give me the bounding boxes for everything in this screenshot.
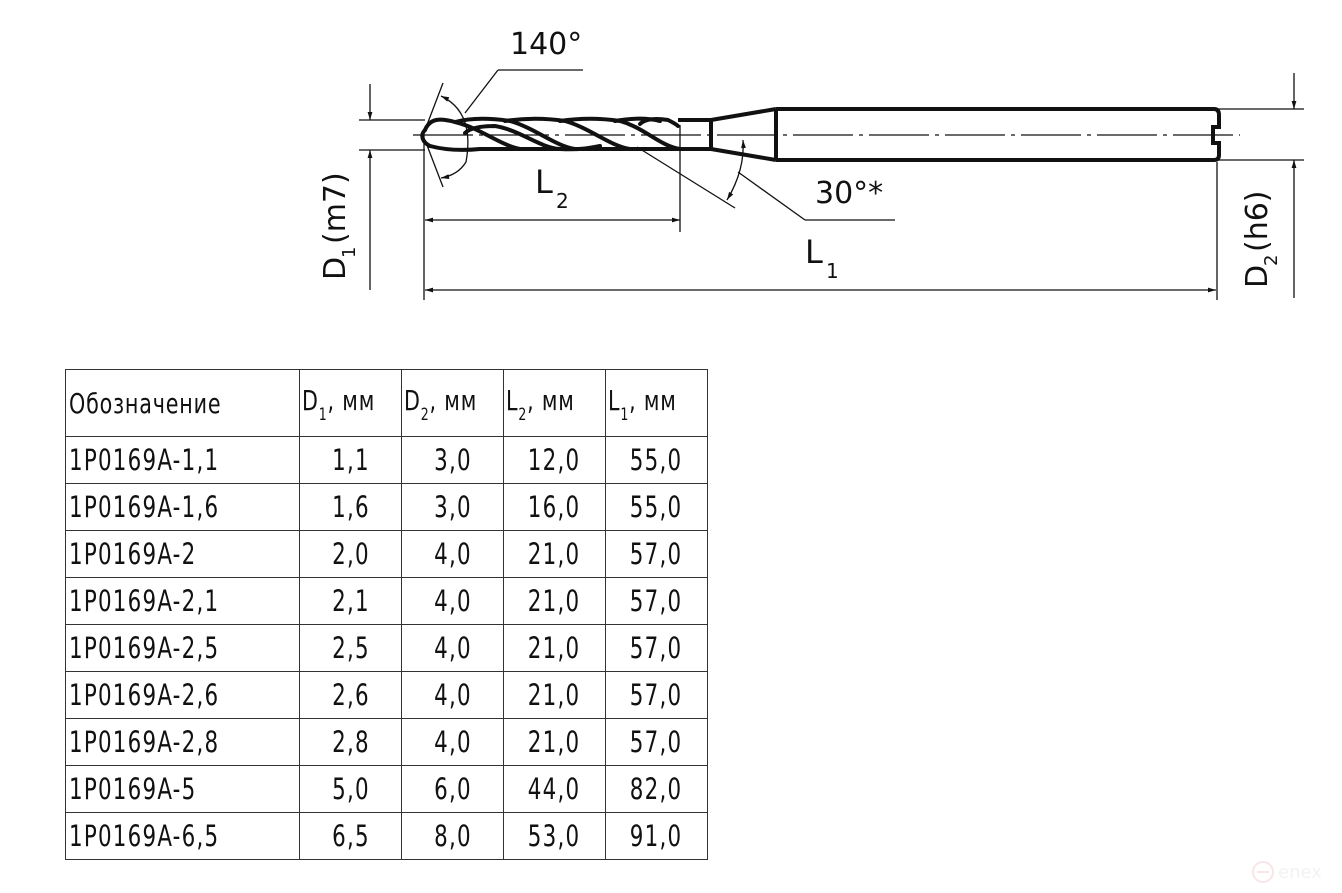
cell-designation: 1P0169A-1,6: [65, 483, 300, 531]
cell-l2: 16,0: [503, 483, 606, 531]
cell-d1: 2,8: [299, 718, 402, 766]
tip-angle-label: 140°: [510, 27, 582, 62]
cell-designation: 1P0169A-2,8: [65, 718, 300, 766]
cell-l1: 91,0: [605, 812, 708, 860]
header-l2: L2, мм: [503, 369, 606, 437]
svg-text:2: 2: [1261, 255, 1282, 266]
svg-text:D: D: [1240, 265, 1275, 288]
cell-l1: 55,0: [605, 436, 708, 484]
cell-d2: 3,0: [401, 436, 504, 484]
cell-designation: 1P0169A-6,5: [65, 812, 300, 860]
table-row: 1P0169A-6,5 6,5 8,0 53,0 91,0: [65, 812, 708, 860]
svg-text:L: L: [805, 233, 823, 271]
l1-label: L 1: [805, 233, 839, 283]
cell-designation: 1P0169A-2,6: [65, 671, 300, 719]
cell-d2: 4,0: [401, 624, 504, 672]
cell-d2: 8,0: [401, 812, 504, 860]
drill-flute-body: [420, 116, 682, 152]
svg-text:(h6): (h6): [1240, 190, 1275, 252]
table-row: 1P0169A-5 5,0 6,0 44,0 82,0: [65, 765, 708, 813]
table-row: 1P0169A-1,6 1,6 3,0 16,0 55,0: [65, 483, 708, 531]
cell-l1: 57,0: [605, 718, 708, 766]
cell-d1: 2,0: [299, 530, 402, 578]
cell-l1: 57,0: [605, 577, 708, 625]
table-row: 1P0169A-2,5 2,5 4,0 21,0 57,0: [65, 624, 708, 672]
cell-d1: 6,5: [299, 812, 402, 860]
cell-d1: 2,5: [299, 624, 402, 672]
cell-l2: 21,0: [503, 577, 606, 625]
d2-label: D 2 (h6): [1240, 190, 1282, 288]
cell-d2: 4,0: [401, 671, 504, 719]
table-row: 1P0169A-1,1 1,1 3,0 12,0 55,0: [65, 436, 708, 484]
header-d1: D1, мм: [299, 369, 402, 437]
cell-l2: 21,0: [503, 530, 606, 578]
cell-l1: 82,0: [605, 765, 708, 813]
cell-designation: 1P0169A-1,1: [65, 436, 300, 484]
cell-l2: 44,0: [503, 765, 606, 813]
table-row: 1P0169A-2,6 2,6 4,0 21,0 57,0: [65, 671, 708, 719]
svg-text:(m7): (m7): [318, 172, 353, 244]
cell-l2: 21,0: [503, 624, 606, 672]
cell-d2: 4,0: [401, 718, 504, 766]
cell-d2: 6,0: [401, 765, 504, 813]
cell-d1: 2,1: [299, 577, 402, 625]
table-header-row: Обозначение D1, мм D2, мм L2, мм L1, мм: [65, 369, 708, 437]
transition-angle-label: 30°*: [815, 176, 883, 211]
cell-designation: 1P0169A-2,5: [65, 624, 300, 672]
enex-logo-icon: [1252, 861, 1274, 883]
cell-l1: 57,0: [605, 624, 708, 672]
cell-d1: 5,0: [299, 765, 402, 813]
cell-designation: 1P0169A-5: [65, 765, 300, 813]
table-row: 1P0169A-2 2,0 4,0 21,0 57,0: [65, 530, 708, 578]
header-d2: D2, мм: [401, 369, 504, 437]
d1-dimension: [359, 84, 425, 290]
cell-l2: 12,0: [503, 436, 606, 484]
svg-text:1: 1: [339, 247, 360, 258]
header-l1: L1, мм: [605, 369, 708, 437]
cell-d1: 2,6: [299, 671, 402, 719]
cell-l1: 57,0: [605, 671, 708, 719]
l2-dimension: [423, 125, 681, 300]
cell-l1: 55,0: [605, 483, 708, 531]
drill-shank: [678, 107, 1221, 162]
table-row: 1P0169A-2,8 2,8 4,0 21,0 57,0: [65, 718, 708, 766]
cell-l2: 53,0: [503, 812, 606, 860]
svg-text:1: 1: [826, 259, 839, 283]
cell-d1: 1,1: [299, 436, 402, 484]
d1-label: D 1 (m7): [318, 172, 360, 280]
svg-text:2: 2: [556, 189, 569, 213]
cell-d2: 4,0: [401, 530, 504, 578]
l1-dimension: [425, 162, 1218, 300]
tip-angle-dimension: [424, 69, 583, 188]
watermark-text: enex: [1278, 861, 1322, 883]
watermark: enex: [1252, 858, 1334, 886]
cell-d2: 4,0: [401, 577, 504, 625]
cell-l1: 57,0: [605, 530, 708, 578]
spec-table: Обозначение D1, мм D2, мм L2, мм L1, мм …: [65, 369, 708, 860]
l2-label: L 2: [535, 163, 569, 213]
drill-drawing: 140° 30°* D 1 (m7) L 2 L 1: [318, 27, 1304, 300]
cell-d2: 3,0: [401, 483, 504, 531]
cell-l2: 21,0: [503, 718, 606, 766]
svg-text:D: D: [318, 257, 353, 280]
cell-d1: 1,6: [299, 483, 402, 531]
d2-dimension: [1216, 73, 1304, 298]
cell-designation: 1P0169A-2,1: [65, 577, 300, 625]
transition-angle-dimension: [636, 139, 895, 221]
svg-text:L: L: [535, 163, 553, 201]
cell-l2: 21,0: [503, 671, 606, 719]
table-row: 1P0169A-2,1 2,1 4,0 21,0 57,0: [65, 577, 708, 625]
cell-designation: 1P0169A-2: [65, 530, 300, 578]
header-designation: Обозначение: [65, 369, 300, 437]
